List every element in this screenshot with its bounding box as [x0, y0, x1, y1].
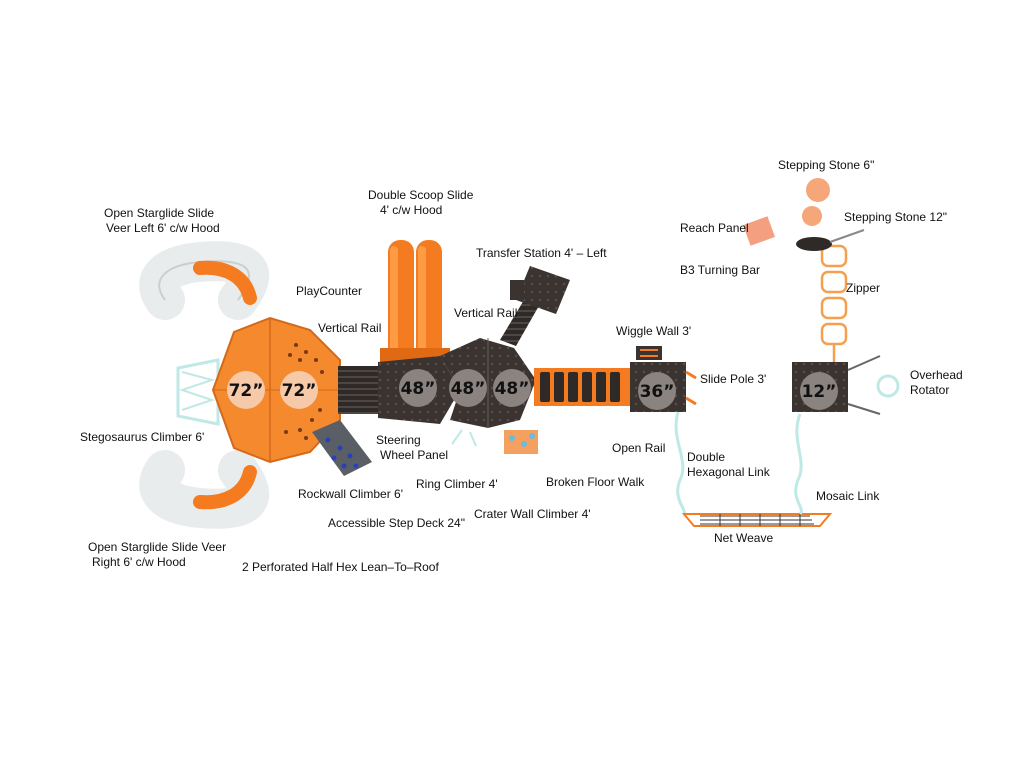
- label-ring-climber: Ring Climber 4': [416, 477, 498, 491]
- label-steering-wheel-panel: Steering Wheel Panel: [376, 433, 449, 462]
- deck-48-a-label: 48”: [401, 379, 436, 399]
- stepping-stone-12: [802, 206, 822, 226]
- reach-panel: [743, 216, 775, 246]
- label-double-scoop-slide: Double Scoop Slide 4' c/w Hood: [368, 188, 474, 217]
- label-open-starglide-right: Open Starglide Slide Veer Right 6' c/w H…: [88, 540, 227, 569]
- label-b3-turning-bar: B3 Turning Bar: [680, 263, 761, 277]
- label-perforated-roof: 2 Perforated Half Hex Lean–To–Roof: [242, 560, 439, 574]
- label-double-hexagonal-link: Double Hexagonal Link: [687, 450, 770, 479]
- label-transfer-station: Transfer Station 4' – Left: [476, 246, 607, 260]
- deck-72-a-label: 72”: [229, 381, 264, 401]
- crater-wall-climber: [504, 430, 538, 454]
- label-stepping-stone-6: Stepping Stone 6": [778, 158, 875, 172]
- label-wiggle-wall: Wiggle Wall 3': [616, 324, 692, 338]
- zipper-climber: [820, 244, 848, 362]
- label-playcounter: PlayCounter: [296, 284, 363, 298]
- mosaic-link: [794, 413, 803, 516]
- deck-36-label: 36”: [640, 382, 675, 402]
- transfer-station: [500, 266, 570, 346]
- label-broken-floor-walk: Broken Floor Walk: [546, 475, 645, 489]
- label-vertical-rail-2: Vertical Rail: [454, 306, 518, 320]
- label-zipper: Zipper: [846, 281, 881, 295]
- label-open-rail: Open Rail: [612, 441, 666, 455]
- label-net-weave: Net Weave: [714, 531, 774, 545]
- label-mosaic-link: Mosaic Link: [816, 489, 880, 503]
- net-weave: [681, 513, 833, 527]
- deck-72-b-label: 72”: [282, 381, 317, 401]
- label-open-starglide-left: Open Starglide Slide Veer Left 6' c/w Ho…: [104, 206, 220, 235]
- open-starglide-slide-right: [139, 450, 269, 529]
- platform-height-markers: [227, 369, 838, 410]
- deck-12-label: 12”: [802, 382, 837, 402]
- broken-floor-walk: [534, 368, 630, 406]
- label-crater-wall-climber: Crater Wall Climber 4': [474, 507, 591, 521]
- label-stegosaurus-climber: Stegosaurus Climber 6': [80, 430, 205, 444]
- deck-48-c-label: 48”: [495, 379, 530, 399]
- b3-turning-bar: [796, 229, 865, 251]
- label-overhead-rotator: Overhead Rotator: [910, 368, 963, 397]
- double-scoop-slide: [380, 240, 450, 364]
- rockwall-climber: [312, 420, 372, 476]
- label-slide-pole: Slide Pole 3': [700, 372, 767, 386]
- accessible-step-deck: [338, 366, 378, 414]
- label-stepping-stone-12: Stepping Stone 12": [844, 210, 948, 224]
- ring-climber: [451, 429, 477, 447]
- double-hexagonal-link: [674, 411, 687, 517]
- open-starglide-slide-left: [139, 241, 269, 320]
- stegosaurus-climber: [176, 358, 220, 426]
- label-rockwall-climber: Rockwall Climber 6': [298, 487, 403, 501]
- label-accessible-step-deck: Accessible Step Deck 24": [328, 516, 465, 530]
- deck-48-b-label: 48”: [451, 379, 486, 399]
- label-vertical-rail-1: Vertical Rail: [318, 321, 382, 335]
- label-reach-panel: Reach Panel: [680, 221, 749, 235]
- stepping-stone-6: [806, 178, 830, 202]
